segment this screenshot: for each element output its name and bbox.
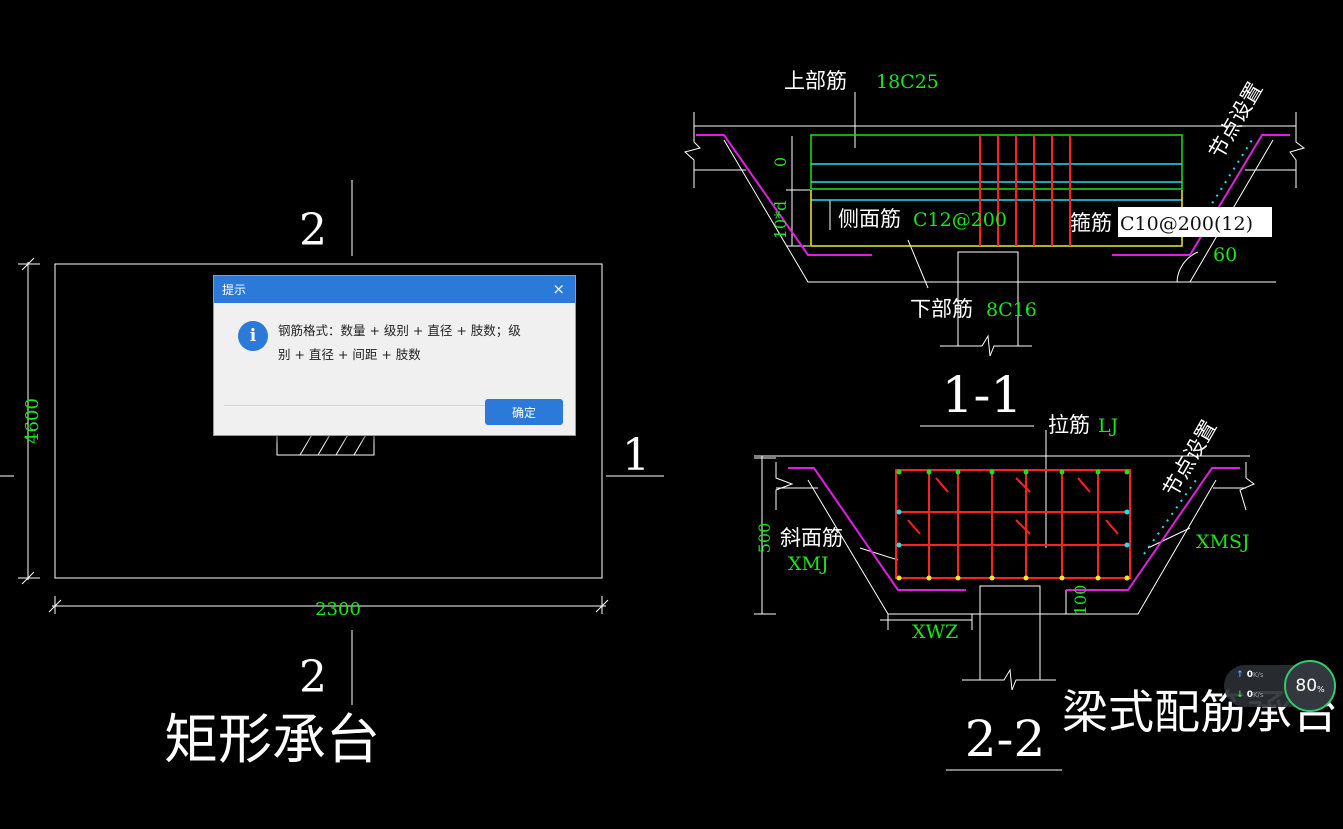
hint-dialog[interactable]: 提示 × i 钢筋格式：数量 + 级别 + 直径 + 肢数；级 别 + 直径 +… [213, 275, 576, 436]
slope-side-value: XMSJ [1196, 531, 1250, 553]
dim-500: 500 [755, 523, 774, 554]
ok-button[interactable]: 确定 [485, 399, 563, 425]
slope-bar-value: XMJ [788, 553, 829, 575]
section-1-1-label: 1-1 [942, 366, 1023, 424]
rect-cap-plan [0, 180, 664, 705]
section-label-2-top: 2 [299, 205, 327, 256]
memory-gauge[interactable]: 80% [1284, 660, 1336, 712]
dim-10d: 10*d [771, 201, 790, 240]
close-icon[interactable]: × [552, 280, 565, 298]
side-bar-label: 侧面筋 [838, 207, 901, 231]
side-bar-value: C12@200 [913, 209, 1007, 231]
info-icon: i [238, 321, 268, 351]
bottom-bar-label: 下部筋 [910, 297, 973, 321]
slope-bar-label: 斜面筋 [780, 526, 843, 550]
stirrup-label: 箍筋 [1070, 211, 1112, 235]
dialog-message-line2: 别 + 直径 + 间距 + 肢数 [278, 347, 421, 362]
network-speed-widget[interactable]: ↑ 0K/s ↓ 0K/s 80% [1224, 660, 1341, 712]
stirrup-value[interactable]: C10@200(12) [1120, 213, 1253, 235]
angle-value: 60 [1213, 244, 1237, 266]
dim-100: 100 [1071, 585, 1090, 616]
upload-unit: K/s [1252, 671, 1264, 679]
download-speed: ↓ 0K/s [1236, 690, 1264, 700]
dim-height: 4600 [22, 398, 43, 444]
section-2-2-label: 2-2 [965, 710, 1046, 768]
bottom-value: XWZ [912, 621, 958, 643]
upload-value: 0 [1246, 670, 1253, 680]
dialog-divider [224, 405, 565, 406]
dim-zero: 0 [771, 157, 790, 167]
dialog-message: 钢筋格式：数量 + 级别 + 直径 + 肢数；级 别 + 直径 + 间距 + 肢… [278, 319, 521, 393]
dialog-body: i 钢筋格式：数量 + 级别 + 直径 + 肢数；级 别 + 直径 + 间距 +… [214, 303, 575, 393]
upload-speed: ↑ 0K/s [1236, 670, 1264, 680]
top-bar-label: 上部筋 [784, 69, 847, 93]
cap-outline [54, 263, 603, 579]
section-2-2 [754, 430, 1255, 691]
dialog-titlebar[interactable]: 提示 × [214, 276, 575, 303]
download-unit: K/s [1252, 691, 1264, 699]
gauge-unit: % [1317, 684, 1325, 694]
section-label-1: 1 [622, 430, 650, 481]
left-title: 矩形承台 [164, 708, 380, 771]
dialog-message-line1: 钢筋格式：数量 + 级别 + 直径 + 肢数；级 [278, 323, 521, 338]
stirrup-value-editbox[interactable] [1118, 207, 1272, 237]
node-setting-link-1[interactable]: 节点设置 [1205, 78, 1268, 163]
tie-bar-value: LJ [1098, 415, 1118, 437]
tie-bar-label: 拉筋 [1048, 413, 1090, 437]
gauge-value: 80 [1295, 676, 1318, 696]
dim-width: 2300 [315, 599, 361, 620]
section-label-2-bottom: 2 [299, 652, 327, 703]
download-value: 0 [1246, 690, 1253, 700]
bottom-bar-value: 8C16 [986, 299, 1037, 321]
dialog-title: 提示 [222, 283, 247, 297]
top-bar-value: 18C25 [876, 71, 939, 93]
section-1-1 [683, 92, 1306, 357]
